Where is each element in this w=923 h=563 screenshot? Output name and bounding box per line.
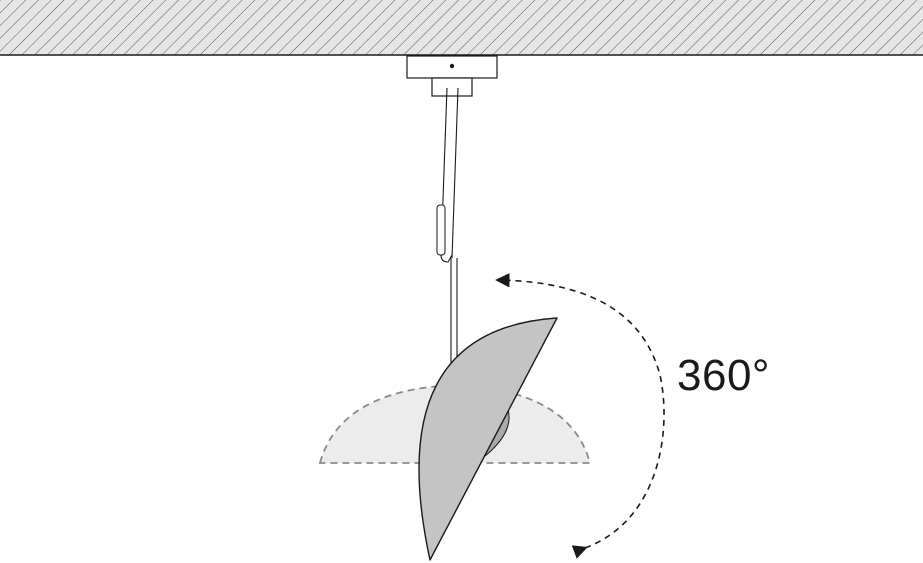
suspension-rod (436, 87, 459, 368)
rotation-arrow (495, 273, 665, 559)
rotation-angle-label: 360° (677, 351, 771, 400)
ceiling (0, 0, 923, 56)
ceiling-mount (406, 55, 498, 97)
